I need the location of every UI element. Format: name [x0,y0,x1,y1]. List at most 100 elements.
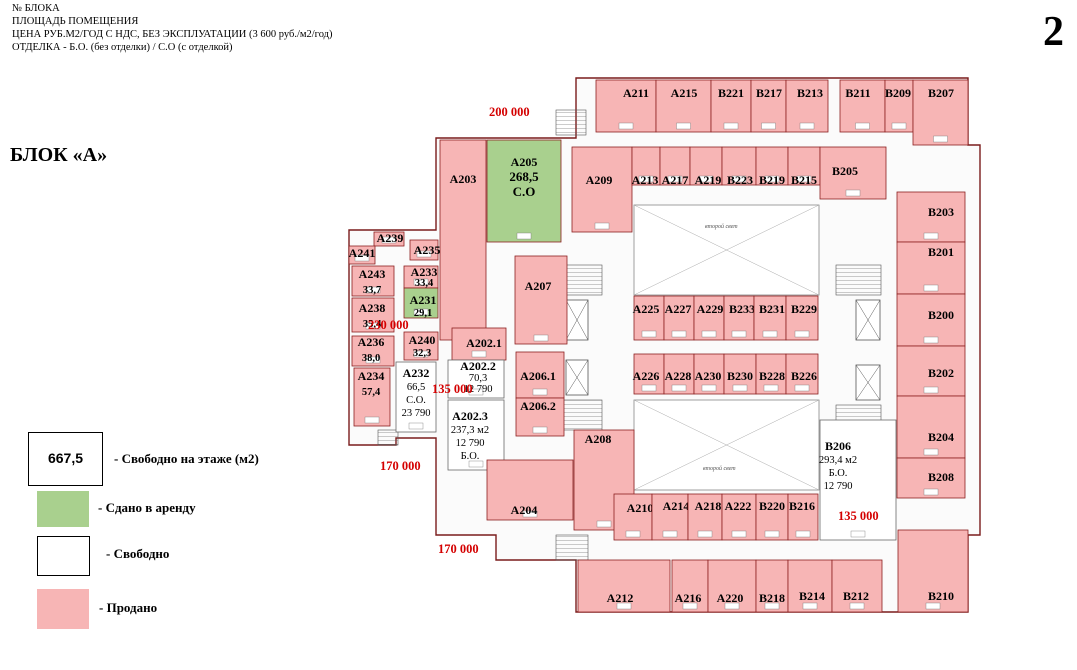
unit-label: А226 [633,369,660,383]
price-label: 135 000 [838,509,879,523]
atrium-label-north: второй свет [705,223,738,230]
unit-tag-box [799,122,815,130]
unit-label: А228 [665,369,692,383]
unit-label: А207 [525,279,552,293]
price-label: 200 000 [489,105,530,119]
unit-label: В219 [759,173,785,187]
unit-label: В202 [928,366,954,380]
unit-tag-box [516,232,532,240]
unit-А205[interactable] [486,139,562,243]
unit-tag-box [365,356,381,364]
price-label: 170 000 [380,459,421,473]
unit-label: А238 [359,301,386,315]
unit-label: В209 [885,86,911,100]
price-label: 170 000 [438,542,479,556]
unit-label: А202.3 [452,409,488,423]
unit-tag-box [522,510,538,518]
unit-label: А202.1 [466,336,502,350]
unit-tag-box [701,384,717,392]
unit-tag-box [408,422,424,430]
atrium-void-icon [633,204,820,491]
unit-price: 12 790 [464,384,493,395]
legend-free-total-label: - Свободно на этаже (м2) [114,451,259,466]
unit-tag-box [533,334,549,342]
unit-finish: Б.О. [461,451,480,462]
unit-area: 70,3 [469,373,487,384]
unit-tag-box [763,384,779,392]
unit-label: А204 [511,503,538,517]
unit-label: В223 [727,173,753,187]
unit-label: В203 [928,205,954,219]
price-label: 230 000 [368,318,409,332]
unit-area: 66,5 [407,382,425,393]
unit-label: А222 [725,499,752,513]
unit-label: А229 [697,302,724,316]
header-line-price: ЦЕНА РУБ.М2/ГОД С НДС, БЕЗ ЭКСПЛУАТАЦИИ … [12,29,333,40]
unit-А232[interactable] [395,361,437,433]
unit-В210[interactable] [897,529,969,613]
price-label: 135 000 [432,382,473,396]
unit-label: В210 [928,589,954,603]
unit-tag-box [662,530,678,538]
unit-label: А210 [627,501,654,515]
unit-label: А209 [586,173,613,187]
unit-tag-box [468,460,484,468]
unit-label: В215 [791,173,817,187]
legend-free-total-box: 667,5 [28,432,103,486]
unit-label: А215 [671,86,698,100]
unit-label: А234 [358,369,385,383]
unit-price: 12 790 [456,438,485,449]
unit-tag-box [723,122,739,130]
unit-tag-box [413,308,429,316]
legend-sold-swatch [37,589,89,629]
unit-А209[interactable] [571,146,633,233]
unit-label: В217 [756,86,782,100]
unit-finish: С.О. [406,395,426,406]
unit-А202.3[interactable] [447,399,505,471]
unit-tag-box [676,122,691,130]
unit-В204[interactable] [896,395,966,459]
unit-tag-box [764,602,780,610]
unit-label: В206 [825,439,851,453]
unit-label: А206.2 [520,399,556,413]
unit-label: А220 [717,591,744,605]
unit-tag-box [365,286,381,294]
unit-label: В207 [928,86,954,100]
unit-tag-box [638,175,654,183]
unit-label: В214 [799,589,825,603]
unit-label: А211 [623,86,649,100]
unit-label: В216 [789,499,815,513]
unit-В206[interactable] [819,419,897,541]
unit-А203[interactable] [439,139,487,341]
unit-label: В221 [718,86,744,100]
unit-label: А240 [409,333,436,347]
unit-label: А217 [662,173,689,187]
header-line-block-no: № БЛОКА [12,3,60,14]
unit-area: 268,5 [509,169,539,184]
unit-tag-box [701,330,717,338]
unit-В207[interactable] [912,79,969,146]
unit-label: В231 [759,302,785,316]
unit-tag-box [731,530,747,538]
unit-tag-box [923,336,939,344]
unit-tag-box [468,388,484,396]
legend-free-total-value: 667,5 [47,450,84,466]
unit-tag-box [381,236,397,244]
unit-А204[interactable] [486,459,574,521]
unit-А234[interactable] [353,367,391,427]
unit-label: А208 [585,432,612,446]
unit-label: А212 [607,591,634,605]
header-line-area: ПЛОЩАДЬ ПОМЕЩЕНИЯ [12,16,139,27]
unit-label: А206.1 [520,369,556,383]
unit-label: В208 [928,470,954,484]
unit-label: В212 [843,589,869,603]
unit-А207[interactable] [514,255,568,345]
unit-label: В200 [928,308,954,322]
unit-label: В229 [791,302,817,316]
unit-label: А203 [450,172,477,186]
unit-tag-box [413,350,429,358]
unit-area: 33,7 [363,285,381,296]
unit-finish: С.О [513,184,536,199]
unit-label: В228 [759,369,785,383]
unit-label: А214 [663,499,690,513]
